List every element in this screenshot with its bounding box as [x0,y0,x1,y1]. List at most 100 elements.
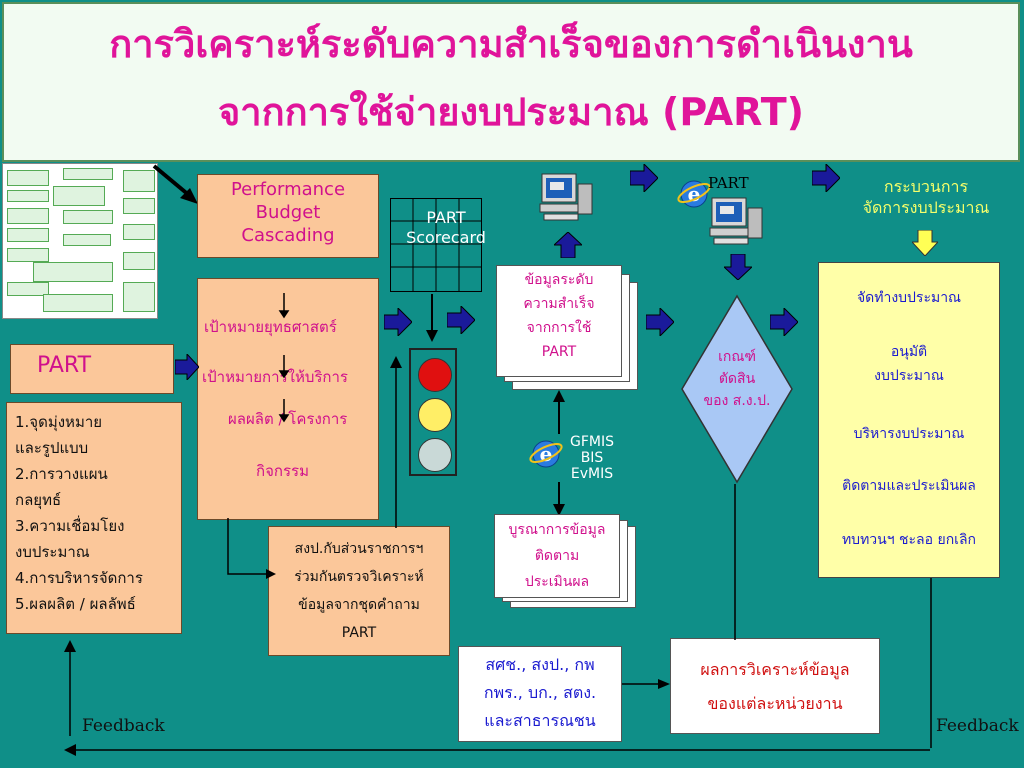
budget-process-title: กระบวนการ จัดการงบประมาณ [836,176,1016,218]
yellow-light [418,398,452,432]
budget-step: บริหารงบประมาณ [853,426,965,442]
scorecard-grid [390,198,482,292]
pbc-line-3: Cascading [241,225,335,246]
stakeholder-line: และสาธารณชน [484,711,596,730]
budget-step: อนุมัติ [890,344,928,360]
part-criteria-list: 1.จุดมุ่งหมาย และรูปแบบ 2.การวางแผน กลยุ… [6,402,182,634]
arrow-icon [175,354,199,380]
part-box: PART [10,344,174,394]
success-line: ความสำเร็จ [523,296,595,312]
goal-activity: กิจกรรม [256,462,309,480]
arrow-icon [770,308,798,336]
success-level-card: ข้อมูลระดับ ความสำเร็จ จากการใช้ PART [496,265,622,377]
budget-process-title-line: จัดการงบประมาณ [862,198,990,217]
systems-labels: GFMIS BIS EvMIS [560,434,624,482]
computer-icon [539,173,593,221]
criteria-text: เกณฑ์ ตัดสิน ของ ส.ง.ป. [680,346,794,412]
criteria-diamond [681,294,793,484]
computer-icon [709,197,763,245]
title-line-2: จากการใช้จ่ายงบประมาณ (PART) [217,90,805,134]
part-item: และรูปแบบ [15,439,89,457]
success-line: ข้อมูลระดับ [524,272,594,288]
pbc-line-2: Budget [255,202,321,223]
arrow-icon [812,164,840,192]
results-line: ผลการวิเคราะห์ข้อมูล [700,660,850,679]
arrow-icon [646,308,674,336]
integration-line: ติดตาม [534,548,580,564]
goals-box: เป้าหมายยุทธศาสตร์ เป้าหมายการให้บริการ … [197,278,379,520]
title-banner: การวิเคราะห์ระดับความสำเร็จของการดำเนินง… [2,2,1020,162]
part-top-label: PART [708,174,749,192]
part-item: 2.การวางแผน [15,465,108,483]
performance-budget-cascading-box: Performance Budget Cascading [197,174,379,258]
diagram-thumbnail [2,163,158,319]
system-bis: BIS [580,450,604,466]
traffic-light-icon [409,348,457,476]
part-item: งบประมาณ [15,543,90,561]
review-to-light-arrow [390,356,402,528]
system-evmis: EvMIS [570,466,614,482]
goal-service: เป้าหมายการให้บริการ [202,368,348,386]
diamond-to-results-line [734,484,736,640]
budget-process-title-line: กระบวนการ [883,177,969,196]
integration-card: บูรณาการข้อมูล ติดตาม ประเมินผล [494,514,620,598]
budget-process-box: จัดทำงบประมาณ อนุมัติ งบประมาณ บริหารงบป… [818,262,1000,578]
review-box: สงป.กับส่วนราชการฯ ร่วมกันตรวจวิเคราะห์ … [268,526,450,656]
feedback-loop-arrow [64,640,930,756]
up-arrow-icon [554,232,582,258]
success-line: PART [541,344,577,360]
arrow-icon [447,306,475,334]
criteria-line: ตัดสิน [718,371,756,387]
criteria-line: เกณฑ์ [718,349,756,365]
system-gfmis: GFMIS [570,434,614,450]
green-light [418,438,452,472]
integration-line: ประเมินผล [524,574,590,590]
scorecard-line-2: Scorecard [406,228,486,247]
scorecard-down-arrow [426,294,438,342]
red-light [418,358,452,392]
goals-to-review-arrow [227,518,276,579]
stakeholder-line: กพร., บก., สตง. [483,683,597,702]
budget-step: งบประมาณ [874,368,944,384]
goal-strategic: เป้าหมายยุทธศาสตร์ [204,318,337,336]
review-line: PART [341,625,377,641]
down-arrow-icon [724,254,752,280]
integration-line: บูรณาการข้อมูล [508,522,606,538]
stakeholders-to-results-arrow [622,679,670,689]
results-line: ของแต่ละหน่วยงาน [707,694,843,713]
arrow-icon [384,308,412,336]
goal-output: ผลผลิต / โครงการ [228,410,348,428]
systems-down-arrow [553,482,565,516]
criteria-line: ของ ส.ง.ป. [703,393,771,409]
part-label: PART [37,353,92,378]
part-item: 5.ผลผลิต / ผลลัพธ์ [15,595,136,613]
budget-step: ติดตามและประเมินผล [842,478,976,494]
internet-explorer-icon: e [529,440,563,468]
part-item: 4.การบริหารจัดการ [15,569,143,587]
review-line: สงป.กับส่วนราชการฯ [294,541,424,557]
feedback-right-label: Feedback [936,716,1019,736]
yellow-down-arrow [912,230,938,256]
arrow-icon [630,164,658,192]
thumbnail-arrow [152,164,198,204]
systems-up-arrow [553,390,565,434]
title-line-1: การวิเคราะห์ระดับความสำเร็จของการดำเนินง… [109,22,913,66]
part-item: 1.จุดมุ่งหมาย [15,413,103,431]
feedback-left-label: Feedback [82,716,165,736]
budget-step: จัดทำงบประมาณ [856,290,962,306]
part-item: กลยุทธ์ [15,491,62,509]
budget-step: ทบทวนฯ ชะลอ ยกเลิก [841,532,977,548]
stakeholders-box: สศช., สงป., กพ กพร., บก., สตง. และสาธารณ… [458,646,622,742]
part-item: 3.ความเชื่อมโยง [15,517,125,535]
goals-down-arrows [278,293,290,423]
stakeholder-line: สศช., สงป., กพ [485,655,595,674]
part-scorecard: PART Scorecard [390,198,486,292]
pbc-line-1: Performance [230,179,346,200]
results-box: ผลการวิเคราะห์ข้อมูล ของแต่ละหน่วยงาน [670,638,880,734]
success-line: จากการใช้ [526,320,592,336]
review-line: ร่วมกันตรวจวิเคราะห์ [294,569,424,585]
internet-explorer-icon: e [677,180,711,208]
process-down-line [930,578,932,748]
scorecard-line-1: PART [426,208,466,227]
review-line: ข้อมูลจากชุดคำถาม [298,597,420,613]
